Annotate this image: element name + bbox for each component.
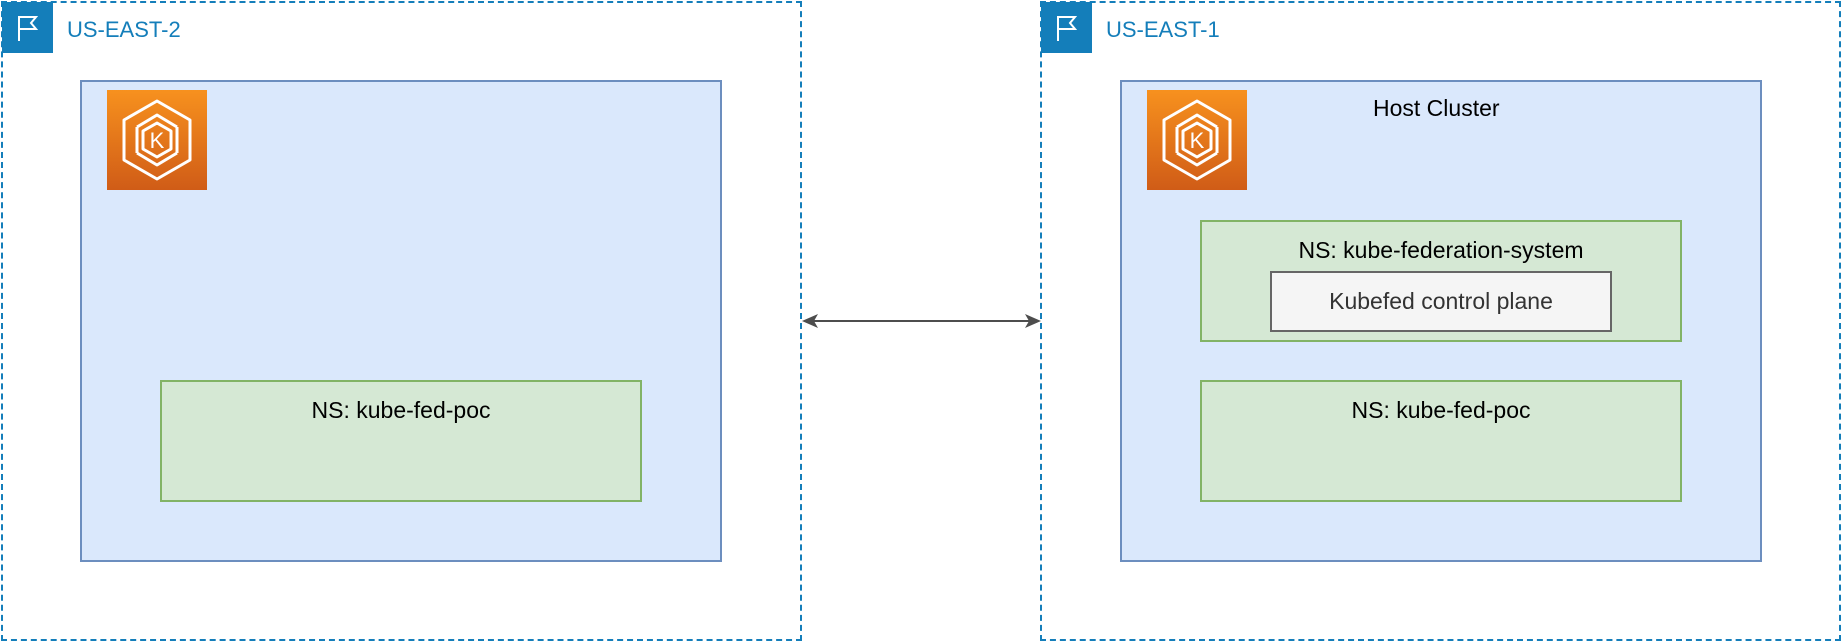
flag-icon <box>1041 2 1092 53</box>
region-label: US-EAST-2 <box>67 17 181 42</box>
amazon-eks-icon: K <box>107 90 207 190</box>
bidirectional-arrow <box>802 314 1041 328</box>
amazon-eks-icon: K <box>1147 90 1247 190</box>
namespace-label: NS: kube-fed-poc <box>311 397 491 423</box>
region-us-east-2: US-EAST-2 <box>1 1 802 641</box>
cluster-title: Host Cluster <box>1373 95 1500 121</box>
namespace-kube-fed-poc-left: NS: kube-fed-poc <box>160 380 642 502</box>
svg-text:K: K <box>1190 128 1205 153</box>
svg-text:K: K <box>150 128 165 153</box>
namespace-label: NS: kube-federation-system <box>1298 237 1584 263</box>
flag-icon <box>2 2 53 53</box>
namespace-label: NS: kube-fed-poc <box>1351 397 1531 423</box>
kubefed-control-plane: Kubefed control plane <box>1270 271 1612 332</box>
region-label: US-EAST-1 <box>1106 17 1220 42</box>
namespace-kube-fed-poc-right: NS: kube-fed-poc <box>1200 380 1682 502</box>
region-us-east-1: US-EAST-1 <box>1040 1 1841 641</box>
